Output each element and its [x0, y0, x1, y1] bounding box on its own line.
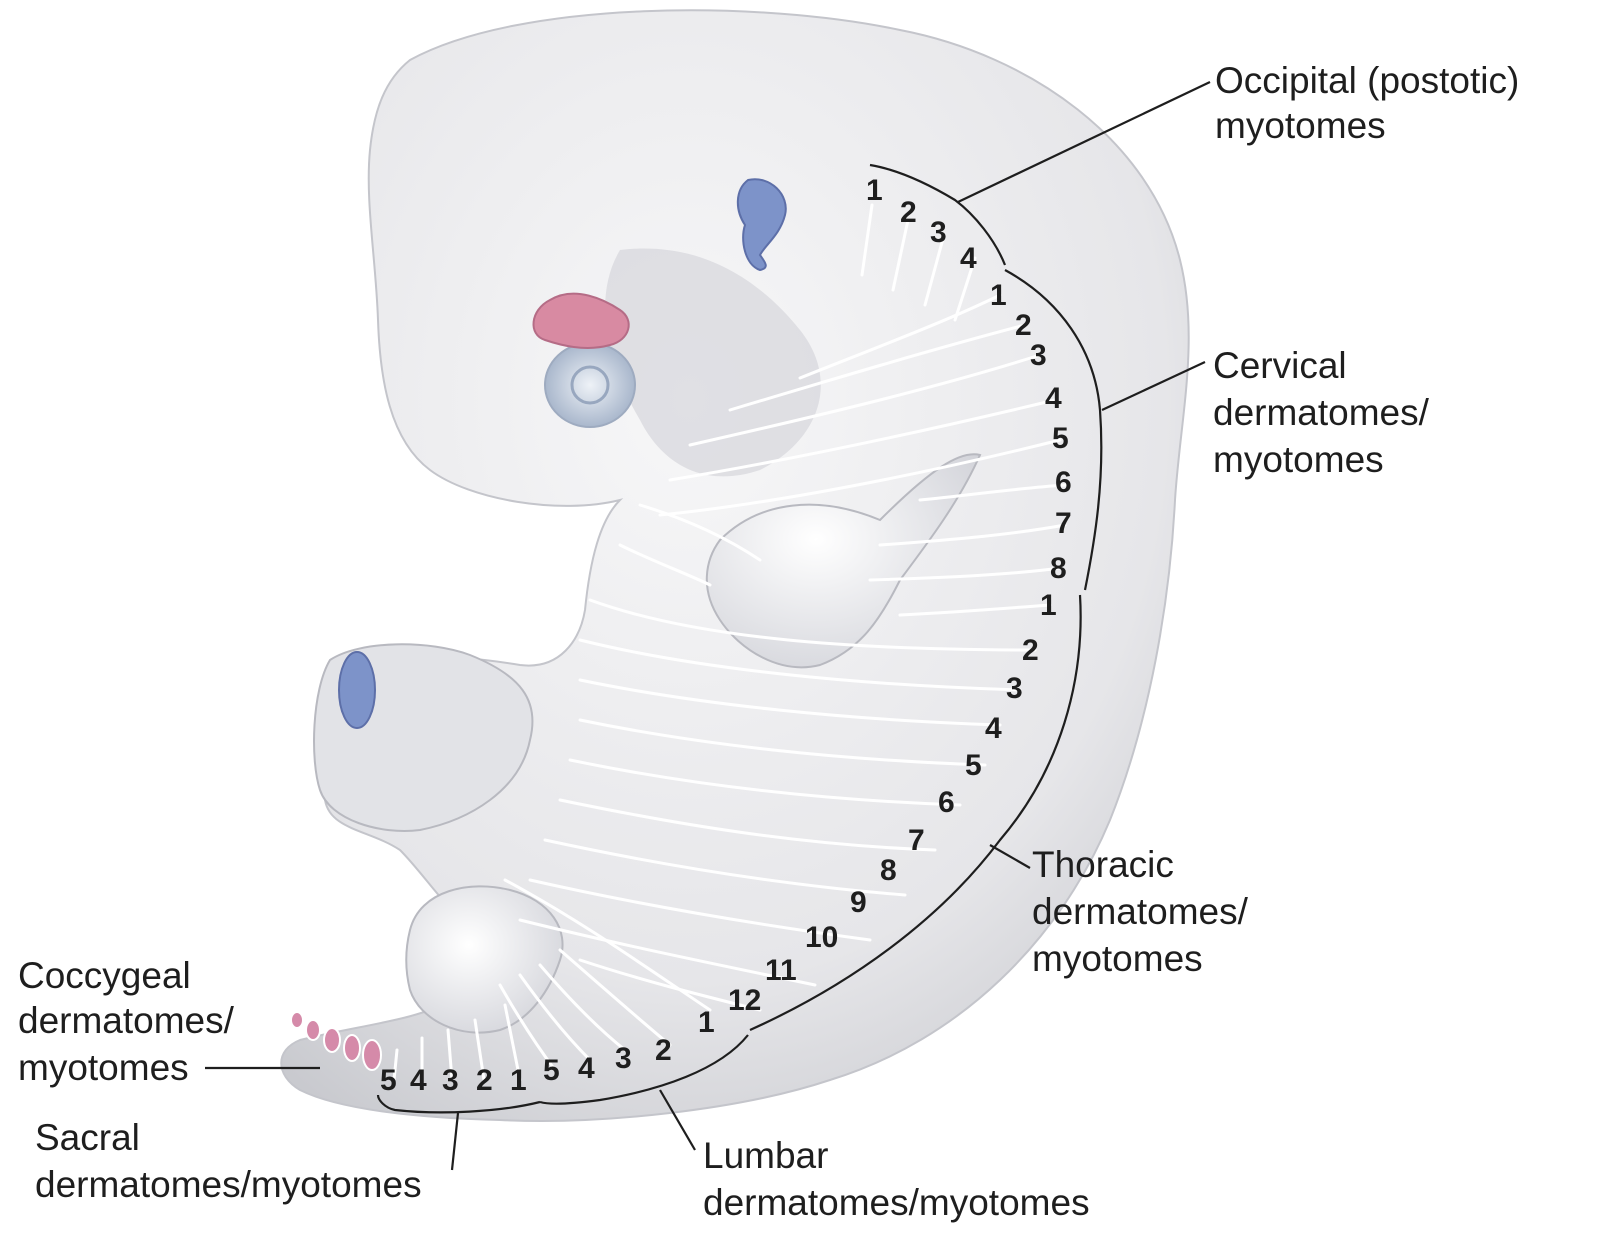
label-line: Occipital (postotic): [1215, 60, 1519, 101]
thoracic-number: 4: [985, 712, 1002, 745]
cervical-number: 6: [1055, 466, 1072, 499]
label-occipital: Occipital (postotic) myotomes: [1215, 60, 1519, 146]
label-line: Sacral: [35, 1117, 140, 1158]
lumbar-number: 5: [543, 1054, 560, 1087]
sacral-number: 5: [380, 1064, 397, 1097]
thoracic-number: 2: [1022, 634, 1039, 667]
thoracic-number: 8: [880, 854, 897, 887]
thoracic-number: 11: [765, 954, 797, 987]
label-line: myotomes: [1215, 105, 1386, 146]
cervical-number: 2: [1015, 309, 1032, 342]
label-cervical: Cervical dermatomes/ myotomes: [1213, 345, 1430, 480]
label-line: Lumbar: [703, 1135, 828, 1176]
occipital-number: 2: [900, 196, 917, 229]
label-line: myotomes: [1213, 439, 1384, 480]
sacral-number: 2: [476, 1064, 493, 1097]
label-line: Cervical: [1213, 345, 1347, 386]
label-line: Coccygeal: [18, 955, 191, 996]
occipital-number: 4: [960, 242, 977, 275]
cervical-number: 3: [1030, 339, 1047, 372]
cervical-number: 4: [1045, 382, 1062, 415]
thoracic-number: 6: [938, 786, 955, 819]
thoracic-number: 9: [850, 886, 867, 919]
sacral-number: 1: [510, 1064, 527, 1097]
cervical-number: 1: [990, 279, 1007, 312]
lumbar-number: 2: [655, 1034, 672, 1067]
label-line: dermatomes/myotomes: [703, 1182, 1090, 1223]
label-line: dermatomes/: [1213, 392, 1430, 433]
lumbar-number: 1: [698, 1006, 715, 1039]
label-line: myotomes: [18, 1047, 189, 1088]
lumbar-number: 3: [615, 1042, 632, 1075]
label-line: myotomes: [1032, 938, 1203, 979]
lumbar-number: 4: [578, 1052, 595, 1085]
label-line: dermatomes/: [18, 1000, 235, 1041]
label-sacral: Sacral dermatomes/myotomes: [35, 1117, 422, 1205]
label-line: Thoracic: [1032, 844, 1174, 885]
cervical-number: 7: [1055, 507, 1072, 540]
label-line: dermatomes/myotomes: [35, 1164, 422, 1205]
thoracic-number: 10: [805, 921, 838, 954]
occipital-number: 1: [866, 174, 883, 207]
label-thoracic: Thoracic dermatomes/ myotomes: [1032, 844, 1249, 979]
sacral-number: 3: [442, 1064, 459, 1097]
label-coccygeal: Coccygeal dermatomes/ myotomes: [18, 955, 235, 1088]
label-line: dermatomes/: [1032, 891, 1249, 932]
thoracic-number: 1: [1040, 589, 1057, 622]
occipital-number: 3: [930, 216, 947, 249]
thoracic-number: 12: [728, 984, 761, 1017]
cervical-number: 5: [1052, 422, 1069, 455]
thoracic-number: 3: [1006, 672, 1023, 705]
sacral-leader: [452, 1113, 458, 1170]
thoracic-number: 5: [965, 749, 982, 782]
label-lumbar: Lumbar dermatomes/myotomes: [703, 1135, 1090, 1223]
cervical-number: 8: [1050, 552, 1067, 585]
eye-icon: [545, 343, 635, 427]
sacral-number: 4: [410, 1064, 427, 1097]
thoracic-number: 7: [908, 824, 925, 857]
